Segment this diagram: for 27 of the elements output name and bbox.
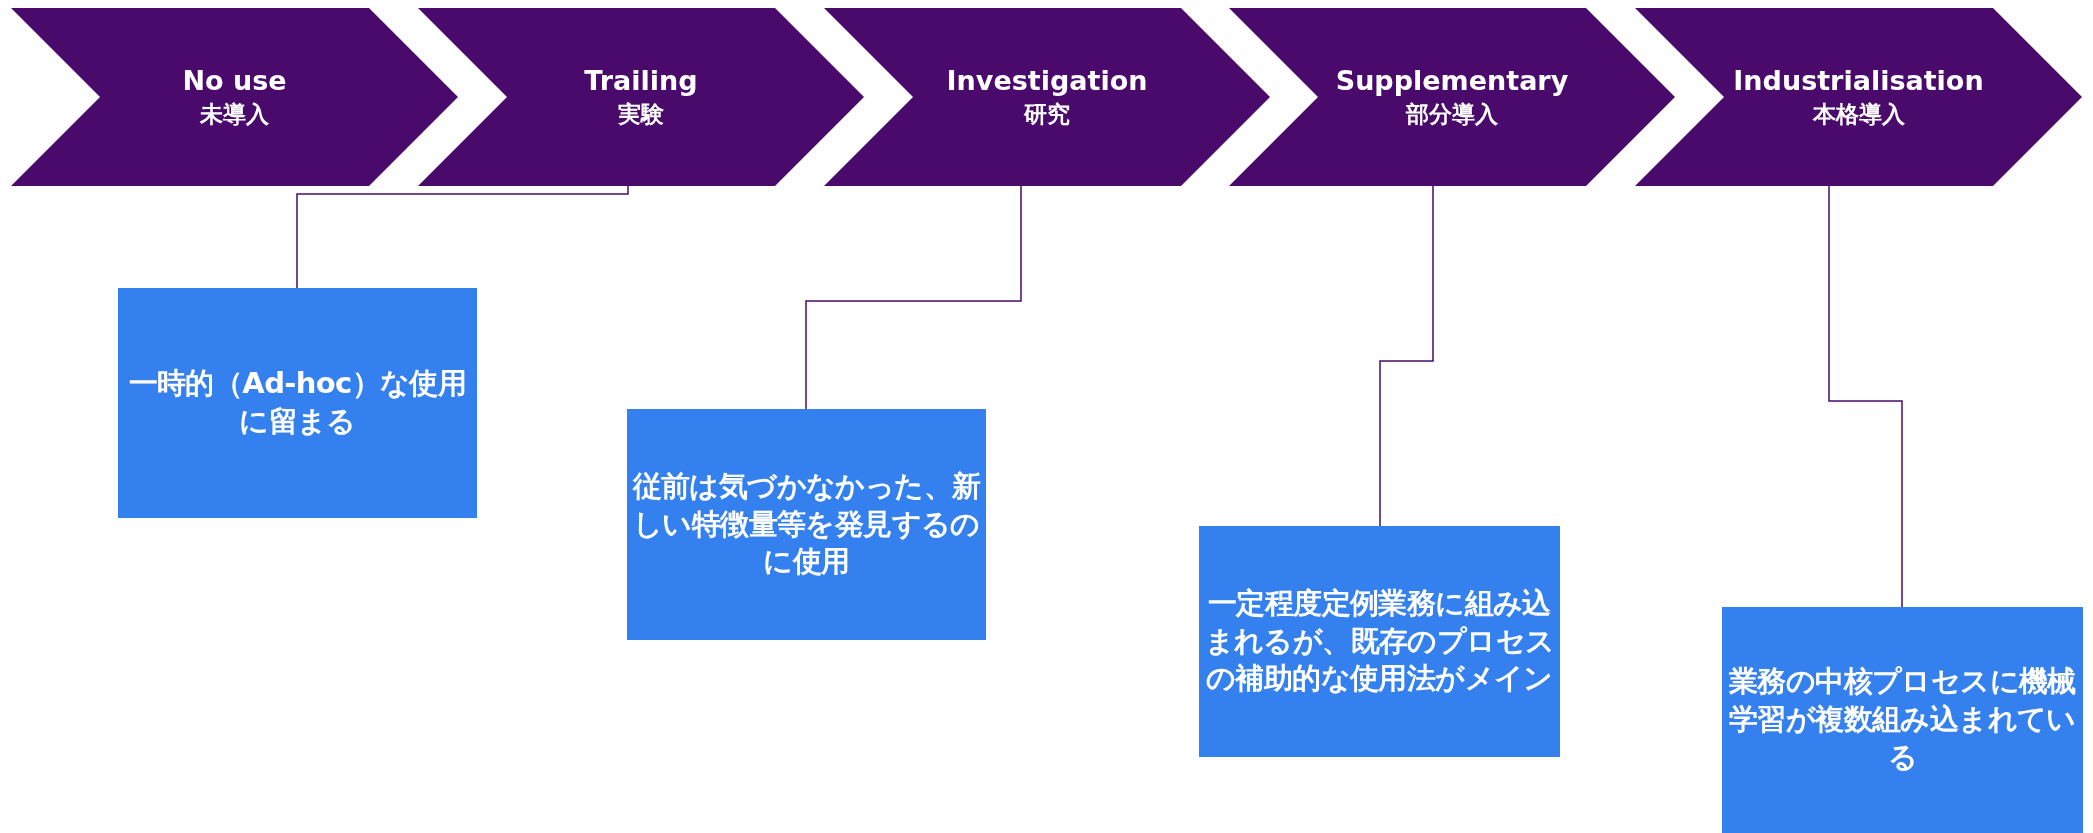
leader-line: [805, 185, 1022, 410]
leader-line: [1379, 185, 1434, 527]
stage-name-japanese: 実験: [618, 100, 664, 130]
leader-line: [296, 185, 629, 289]
process-stage-band: [1635, 8, 2082, 186]
description-box: [627, 409, 986, 640]
description-text: 一時的（Ad-hoc）な使用に留まる: [127, 365, 468, 440]
process-stage-band: [824, 8, 1270, 186]
stage-name: Investigation: [946, 64, 1148, 99]
process-stage-band: [418, 8, 864, 186]
description-text: 業務の中核プロセスに機械学習が複数組み込まれている: [1728, 663, 2077, 776]
stage-name: Industrialisation: [1733, 64, 1984, 99]
description-text: 一定程度定例業務に組み込まれるが、既存のプロセスの補助的な使用法がメイン: [1203, 584, 1556, 698]
process-stage-band: [1229, 8, 1675, 186]
stage-name-japanese: 本格導入: [1812, 100, 1905, 130]
description-box: [1199, 526, 1560, 757]
stage-name-japanese: 研究: [1024, 100, 1070, 130]
description-box: [118, 288, 477, 518]
description-box: [1722, 607, 2083, 833]
stage-name-japanese: 未導入: [200, 100, 269, 130]
process-stage-band: [11, 8, 458, 186]
leader-line: [1828, 185, 1903, 608]
stage-name-japanese: 部分導入: [1406, 100, 1498, 130]
stage-name: Supplementary: [1335, 64, 1569, 99]
stage-name: No use: [182, 64, 287, 99]
description-text: 従前は気づかなかった、新しい特徴量等を発見するのに使用: [631, 467, 982, 581]
stage-name: Trailing: [584, 64, 698, 99]
